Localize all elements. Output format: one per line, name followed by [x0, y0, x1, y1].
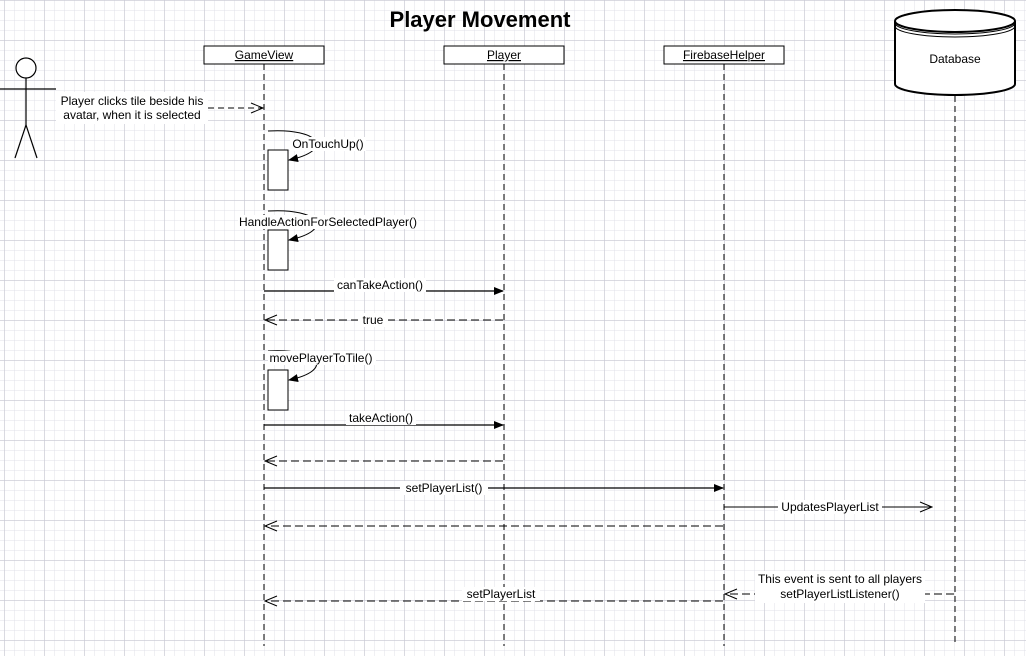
message-label-take-action: takeAction() — [349, 411, 413, 425]
event-label-set-player-list: setPlayerList — [467, 587, 536, 601]
actor-note-line-2: avatar, when it is selected — [63, 108, 200, 122]
message-label-on-touch-up: OnTouchUp() — [292, 137, 363, 151]
participant-label-gameview: GameView — [235, 48, 294, 62]
activation-box-move-player — [267, 369, 289, 411]
event-label-line-2: setPlayerListListener() — [780, 587, 899, 601]
message-label-set-player-list: setPlayerList() — [406, 481, 483, 495]
database-cylinder-icon — [894, 9, 1016, 96]
activation-box-handle-action — [267, 229, 289, 271]
participant-label-database: Database — [929, 52, 981, 66]
actor-note: Player clicks tile beside his avatar, wh… — [56, 92, 208, 124]
message-label-move-player: movePlayerToTile() — [270, 351, 373, 365]
activation-box-on-touch-up — [267, 149, 289, 191]
message-label-handle-action: HandleActionForSelectedPlayer() — [239, 215, 417, 229]
message-label-updates-player-list: UpdatesPlayerList — [781, 500, 879, 514]
event-label-line-1: This event is sent to all players — [758, 572, 922, 586]
actor-stick-figure — [0, 57, 56, 159]
participant-label-player: Player — [487, 48, 521, 62]
message-label-can-take-action: canTakeAction() — [337, 278, 423, 292]
participant-label-firebase-helper: FirebaseHelper — [683, 48, 765, 62]
diagram-title: Player Movement — [390, 7, 572, 32]
actor-note-line-1: Player clicks tile beside his — [61, 94, 204, 108]
message-label-true: true — [363, 313, 384, 327]
